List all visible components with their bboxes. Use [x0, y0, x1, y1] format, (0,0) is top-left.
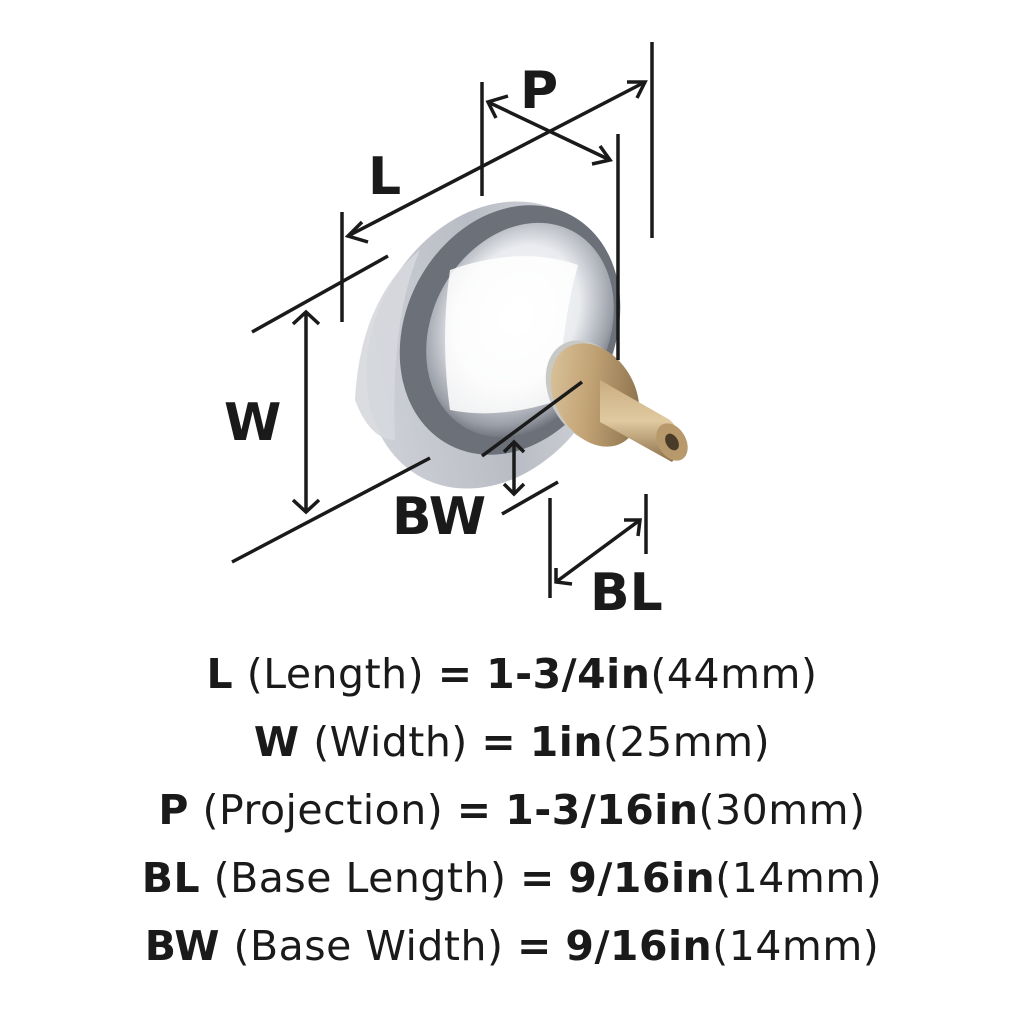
spec-equals: =	[456, 786, 492, 834]
spec-inch-value: 1-3/16in	[505, 786, 699, 834]
spec-equals: =	[520, 854, 555, 902]
knob-dimension-diagram: L P W BW BL	[224, 42, 688, 623]
brass-base-image	[545, 340, 688, 462]
label-bw: BW	[392, 487, 486, 547]
spec-mm-value: (25mm)	[603, 718, 771, 766]
spec-mm-value: (14mm)	[712, 922, 880, 970]
label-l: L	[368, 147, 401, 207]
dimension-spec-list: L (Length) = 1-3/4in(44mm) W (Width) = 1…	[0, 640, 1024, 980]
spec-name: (Length)	[246, 650, 425, 698]
spec-name: (Projection)	[202, 786, 444, 834]
spec-base-length: BL (Base Length) = 9/16in(14mm)	[0, 844, 1024, 912]
spec-projection: P (Projection) = 1-3/16in(30mm)	[0, 776, 1024, 844]
spec-abbr: BW	[144, 922, 220, 970]
spec-abbr: L	[206, 650, 234, 698]
spec-name: (Width)	[313, 718, 468, 766]
spec-name: (Base Width)	[233, 922, 504, 970]
spec-mm-value: (30mm)	[698, 786, 866, 834]
spec-inch-value: 9/16in	[565, 922, 713, 970]
spec-equals: =	[437, 650, 473, 698]
spec-equals: =	[481, 718, 517, 766]
label-p: P	[520, 61, 558, 121]
spec-base-width: BW (Base Width) = 9/16in(14mm)	[0, 912, 1024, 980]
spec-mm-value: (44mm)	[650, 650, 818, 698]
spec-mm-value: (14mm)	[715, 854, 883, 902]
glass-knob-image	[355, 201, 621, 489]
spec-inch-value: 1-3/4in	[486, 650, 651, 698]
spec-inch-value: 9/16in	[568, 854, 716, 902]
spec-abbr: BL	[141, 854, 201, 902]
label-w: W	[224, 393, 281, 453]
spec-width: W (Width) = 1in(25mm)	[0, 708, 1024, 776]
spec-abbr: W	[253, 718, 300, 766]
spec-inch-value: 1in	[529, 718, 604, 766]
spec-name: (Base Length)	[213, 854, 507, 902]
spec-equals: =	[517, 922, 552, 970]
spec-length: L (Length) = 1-3/4in(44mm)	[0, 640, 1024, 708]
label-bl: BL	[590, 563, 663, 623]
dimension-lines	[231, 42, 654, 598]
spec-abbr: P	[158, 786, 189, 834]
